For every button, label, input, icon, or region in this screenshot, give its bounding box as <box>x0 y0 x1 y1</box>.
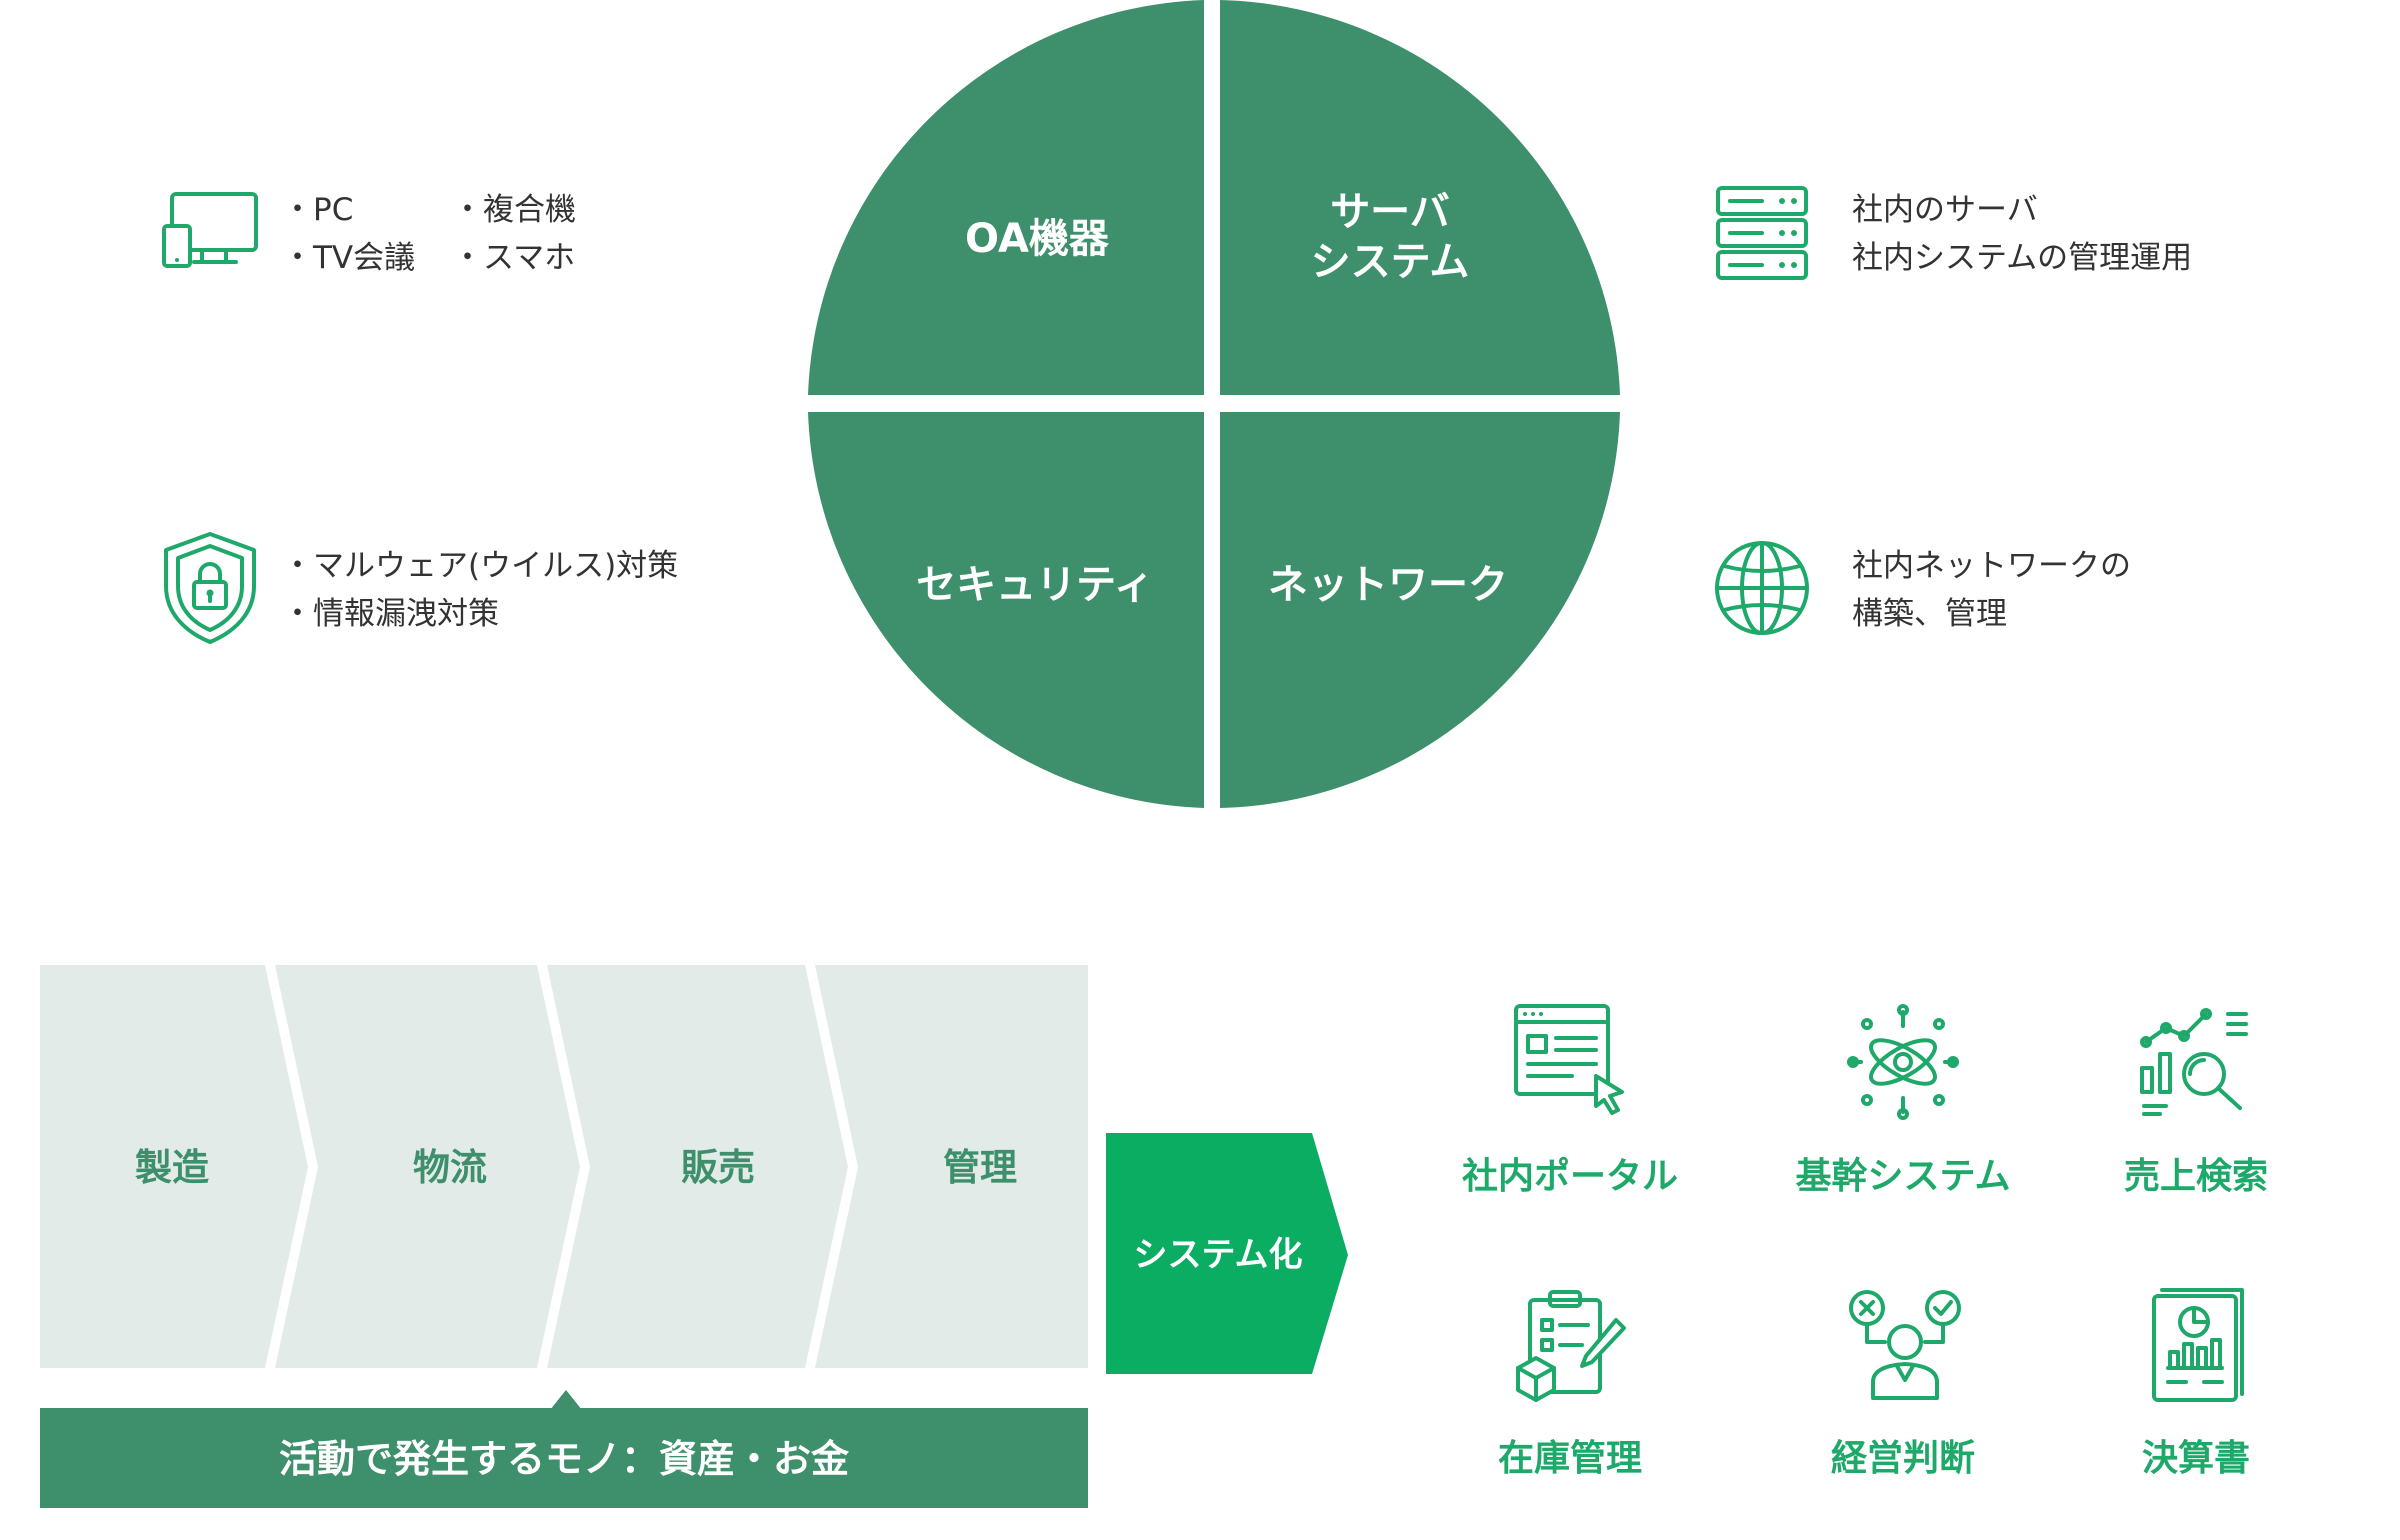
oa-description-col2: ・複合機 ・スマホ <box>452 186 576 282</box>
system-label-core[interactable]: 基幹システム <box>1796 1155 2011 1197</box>
system-label-portal[interactable]: 社内ポータル <box>1462 1155 1678 1197</box>
server-description: 社内のサーバ 社内システムの管理運用 <box>1852 186 2192 282</box>
browser-window-icon <box>1514 1004 1624 1115</box>
quadrant-security[interactable] <box>808 412 1204 808</box>
network-description-line: 構築、管理 <box>1852 596 2007 632</box>
quadrant-server[interactable] <box>1220 0 1620 395</box>
system-labels: 社内ポータル 基幹システム 売上検索 在庫管理 経営判断 決算書 <box>1462 1155 2268 1479</box>
system-label-sales-search[interactable]: 売上検索 <box>2124 1156 2268 1197</box>
process-step-sales[interactable] <box>547 965 848 1368</box>
assets-band-label: 活動で発生するモノ：資産・お金 <box>279 1437 850 1481</box>
quadrant-oa[interactable] <box>808 0 1204 395</box>
globe-icon <box>1715 541 1809 635</box>
security-description-line: ・情報漏洩対策 <box>282 596 499 632</box>
process-step-management[interactable] <box>815 965 1088 1368</box>
network-description: 社内ネットワークの 構築、管理 <box>1852 542 2131 638</box>
system-label-inventory[interactable]: 在庫管理 <box>1498 1438 1642 1479</box>
system-label-financial[interactable]: 決算書 <box>2142 1438 2250 1479</box>
server-description-line: 社内システムの管理運用 <box>1852 240 2193 276</box>
quadrant-network[interactable] <box>1220 412 1620 808</box>
quadrant-network-label: ネットワーク <box>1268 562 1508 608</box>
systemize-arrow[interactable] <box>1106 1133 1348 1374</box>
oa-description-col1: ・PC ・TV会議 <box>282 186 415 282</box>
process-step-logistics[interactable] <box>275 965 580 1368</box>
band-pointer <box>550 1390 582 1410</box>
quadrant-server-label-1: サーバ <box>1330 189 1450 235</box>
process-step-label: 販売 <box>681 1146 755 1189</box>
server-description-line: 社内のサーバ <box>1852 192 2038 228</box>
process-flow: 製造 物流 販売 管理 活動で発生するモノ：資産・お金 システム化 <box>40 965 1348 1508</box>
oa-item-tv-conference: ・TV会議 <box>282 240 416 276</box>
decision-person-icon <box>1849 1290 1961 1400</box>
atom-network-icon <box>1847 1004 1959 1120</box>
report-document-icon <box>2152 1288 2244 1402</box>
process-step-label: 製造 <box>135 1146 209 1189</box>
oa-item-multifunction: ・複合機 <box>452 192 576 228</box>
process-step-label: 物流 <box>413 1146 487 1189</box>
security-description: ・マルウェア(ウイルス)対策 ・情報漏洩対策 <box>282 542 678 638</box>
analytics-search-icon <box>2140 1008 2248 1116</box>
process-step-manufacturing[interactable] <box>40 965 308 1368</box>
systemize-label: システム化 <box>1134 1235 1303 1275</box>
network-description-line: 社内ネットワークの <box>1852 548 2131 584</box>
quadrant-circle: OA機器 サーバ システム セキュリティ ネットワーク <box>808 0 1620 808</box>
process-step-label: 管理 <box>943 1146 1017 1189</box>
devices-icon <box>162 192 258 268</box>
server-rack-icon <box>1716 186 1808 280</box>
oa-item-smartphone: ・スマホ <box>452 240 576 276</box>
quadrant-server-label-2: システム <box>1311 239 1470 285</box>
quadrant-security-label: セキュリティ <box>916 562 1154 608</box>
system-label-decision[interactable]: 経営判断 <box>1831 1438 1975 1479</box>
quadrant-oa-label: OA機器 <box>965 216 1110 262</box>
inventory-clipboard-icon <box>1516 1290 1626 1402</box>
assets-band <box>40 1408 1088 1508</box>
shield-lock-icon <box>164 532 256 644</box>
oa-item-pc: ・PC <box>282 192 354 228</box>
security-description-line: ・マルウェア(ウイルス)対策 <box>282 548 679 584</box>
